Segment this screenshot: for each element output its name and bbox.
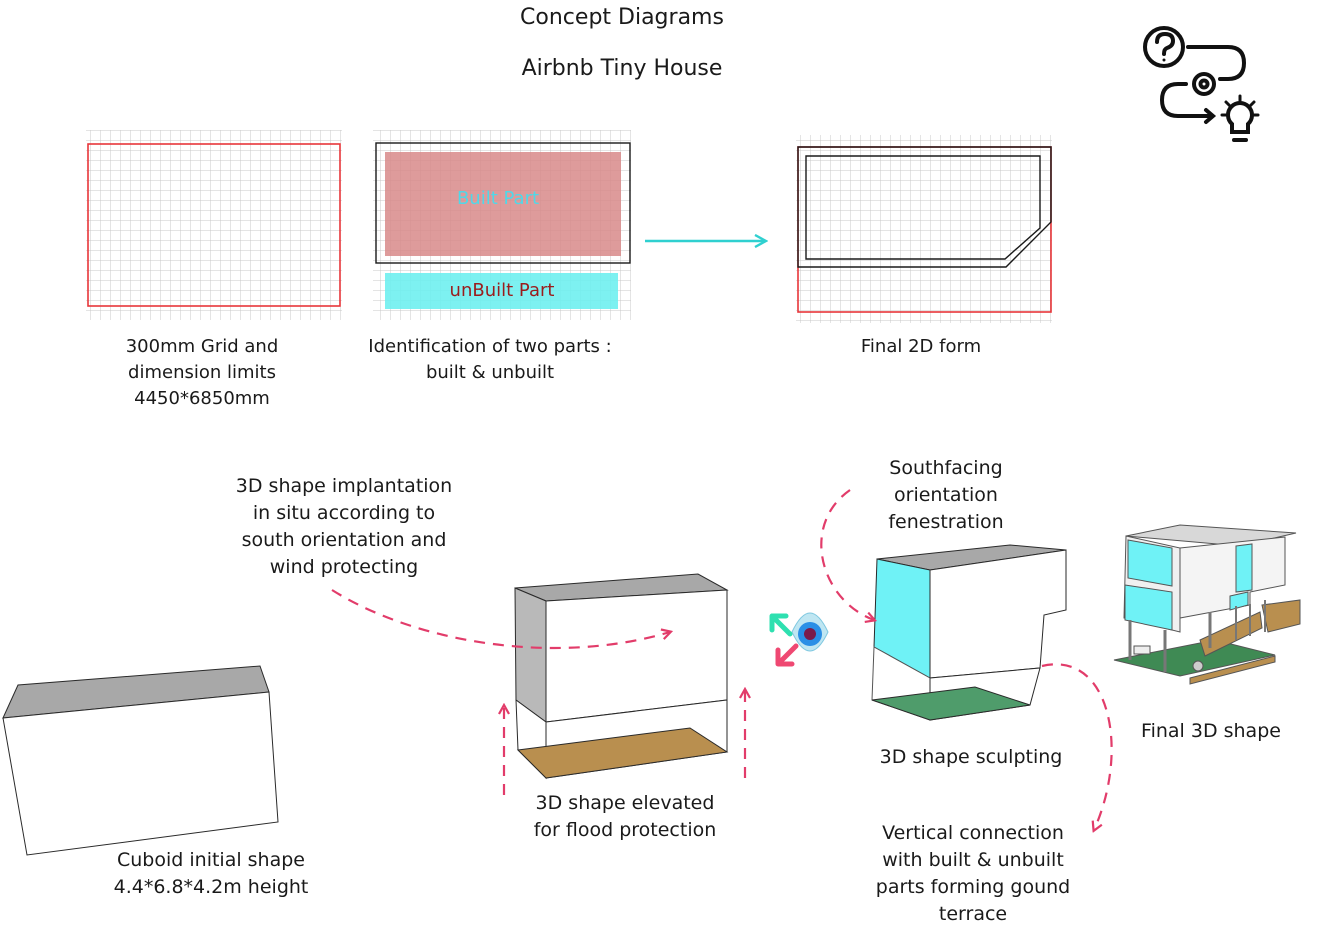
final-3d-render [1113, 524, 1301, 685]
sculpting-caption: 3D shape sculpting [879, 746, 1063, 768]
cuboid-caption: Cuboid initial shape 4.4*6.8*4.2m height [113, 849, 309, 898]
implantation-note: 3D shape implantation in situ according … [235, 475, 453, 578]
built-part-label: Built Part [457, 188, 539, 209]
question-gear-lightbulb-process-icon [1143, 26, 1260, 142]
parts-caption: Identification of two parts : built & un… [368, 336, 612, 383]
implantation-arrow [331, 589, 670, 650]
southfacing-note: Southfacing orientation fenestration [888, 457, 1004, 533]
orientation-eye-icon [769, 612, 829, 667]
final-2d-caption: Final 2D form [860, 336, 982, 357]
dimension-limit-rect [87, 143, 341, 307]
elevated-caption: 3D shape elevated for flood protection [533, 792, 717, 841]
elevated-shape [514, 573, 729, 780]
sculpted-shape [871, 544, 1067, 721]
grid-diagram [86, 130, 342, 320]
unbuilt-part-area [385, 273, 618, 309]
southfacing-arrow [820, 489, 874, 620]
site-outline [375, 142, 631, 264]
inner-form-outline [805, 155, 1041, 260]
page-subtitle: Airbnb Tiny House [521, 56, 723, 81]
grid-background [796, 135, 1052, 323]
grid-background [86, 130, 342, 320]
page-title: Concept Diagrams [520, 5, 724, 30]
vertical-connection-arrow [1041, 663, 1113, 830]
cuboid-initial-shape [2, 665, 279, 856]
parts-diagram: Built Part unBuilt Part [373, 130, 631, 320]
outer-form-outline [797, 146, 1052, 268]
final-2d-diagram [796, 135, 1052, 323]
grid-caption: 300mm Grid and dimension limits 4450*685… [125, 336, 279, 409]
final-3d-caption: Final 3D shape [1141, 720, 1281, 742]
unbuilt-part-label: unBuilt Part [450, 280, 555, 301]
built-part-area [385, 152, 621, 256]
vertical-connection-note: Vertical connection with built & unbuilt… [875, 822, 1071, 925]
